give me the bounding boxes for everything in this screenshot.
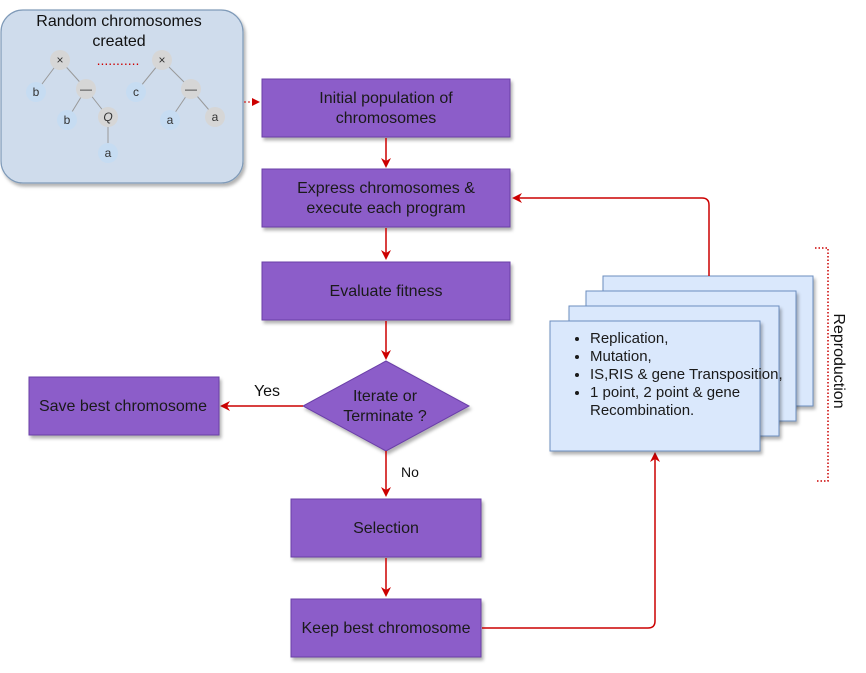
save-best-chromosome-box[interactable]: Save best chromosome <box>28 376 220 436</box>
evaluate-fitness-box[interactable]: Evaluate fitness <box>261 261 511 321</box>
arrow-reproduction-to-express <box>512 193 710 276</box>
tree-node-times <box>50 50 70 70</box>
random-chromosomes-panel: Random chromosomes created × b — b Q a .… <box>0 9 244 184</box>
tree-node-label: b <box>64 113 71 127</box>
tree-node-leaf <box>98 143 118 163</box>
operator-item: Replication, <box>590 330 785 348</box>
yes-label: Yes <box>254 383 280 400</box>
tree-node-label: Q <box>103 110 112 124</box>
arrow-keep-to-reproduction <box>482 452 660 629</box>
reproduction-bracket <box>815 247 829 482</box>
decision-line1: Iterate or <box>353 388 418 405</box>
no-label: No <box>401 464 419 480</box>
tree-node-leaf <box>26 82 46 102</box>
keep-best-chromosome-box[interactable]: Keep best chromosome <box>290 598 482 658</box>
decision-line2: Terminate ? <box>343 408 427 425</box>
selection-label: Selection <box>353 520 419 537</box>
tree-node-leaf <box>57 110 77 130</box>
initial-population-box[interactable]: Initial population of chromosomes <box>261 78 511 138</box>
reproduction-label: Reproduction <box>830 313 847 408</box>
tree-1: × b — b Q a <box>26 50 118 163</box>
tree-node-label: × <box>56 53 63 67</box>
express-chromosomes-box[interactable]: Express chromosomes & execute each progr… <box>261 168 511 228</box>
iterate-terminate-decision[interactable]: Iterate or Terminate ? <box>301 360 471 452</box>
keep-best-label: Keep best chromosome <box>302 620 471 637</box>
tree-node-leaf <box>126 82 146 102</box>
panel-title-line2: created <box>92 33 145 50</box>
tree-node-label: b <box>33 85 40 99</box>
reproduction-stack <box>549 275 814 452</box>
initial-population-line1: Initial population of <box>319 90 453 107</box>
tree-2: × c — a a <box>126 50 225 130</box>
reproduction-operators-list: Replication,Mutation,IS,RIS & gene Trans… <box>560 330 785 420</box>
tree-node-leaf <box>160 110 180 130</box>
tree-node-label: — <box>80 82 92 96</box>
express-line1: Express chromosomes & <box>297 180 475 197</box>
tree-node-times <box>152 50 172 70</box>
tree-node-minus <box>76 79 96 99</box>
tree-node-label: — <box>185 82 197 96</box>
tree-node-label: a <box>167 113 174 127</box>
tree-node-label: a <box>105 146 112 160</box>
tree-node-q <box>98 107 118 127</box>
initial-population-line2: chromosomes <box>336 110 436 127</box>
operator-item: IS,RIS & gene Transposition, <box>590 366 785 384</box>
operator-list: Replication,Mutation,IS,RIS & gene Trans… <box>590 330 785 420</box>
save-best-label: Save best chromosome <box>39 398 207 415</box>
tree-node-leaf <box>205 107 225 127</box>
tree-node-minus <box>181 79 201 99</box>
express-line2: execute each program <box>306 200 465 217</box>
ellipsis-dots: ........... <box>97 52 140 68</box>
evaluate-label: Evaluate fitness <box>330 283 443 300</box>
panel-title-line1: Random chromosomes <box>36 13 201 30</box>
tree-node-label: × <box>158 53 165 67</box>
selection-box[interactable]: Selection <box>290 498 482 558</box>
tree-node-label: c <box>133 85 139 99</box>
operator-item: 1 point, 2 point & gene Recombination. <box>590 384 785 420</box>
operator-item: Mutation, <box>590 348 785 366</box>
tree-node-label: a <box>212 110 219 124</box>
stack-card-front <box>549 320 761 452</box>
